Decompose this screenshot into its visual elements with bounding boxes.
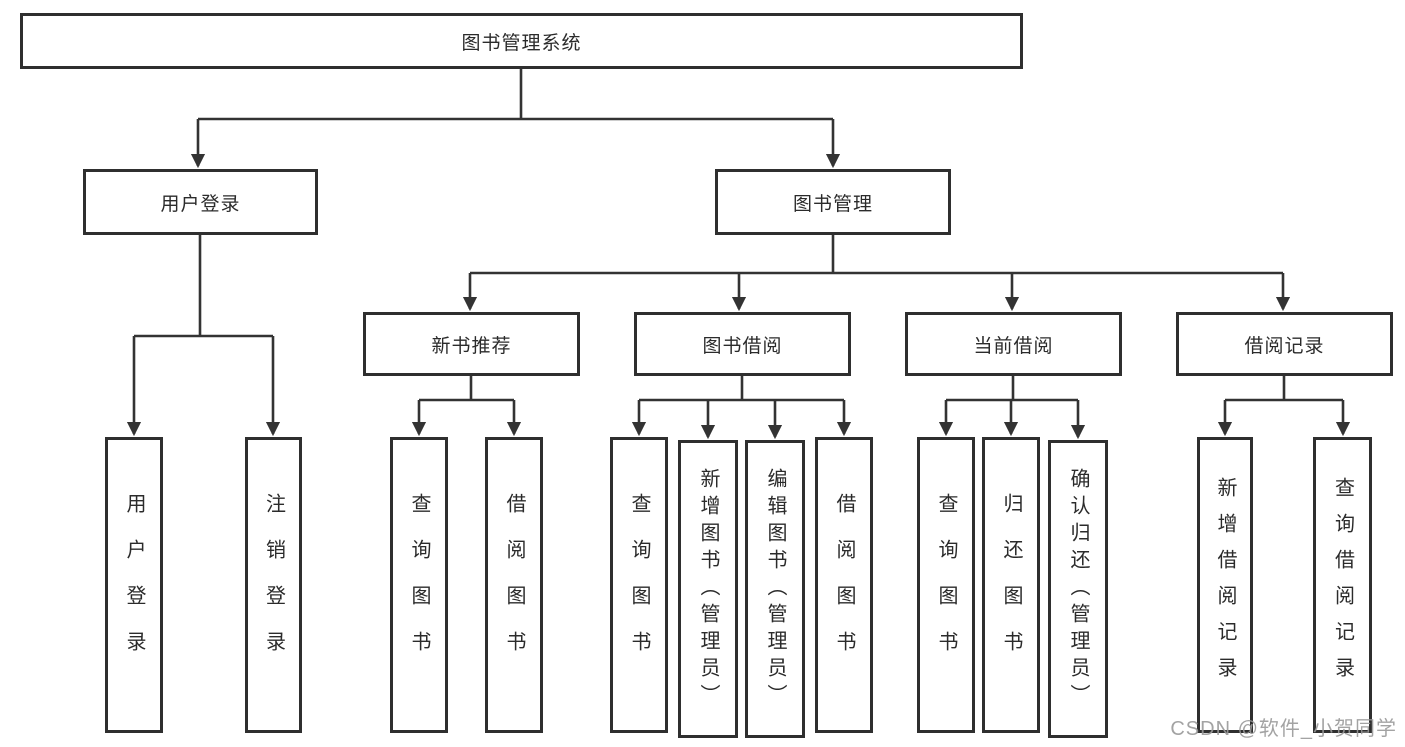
leaf-edit-book-admin: 编辑图书（管理员） bbox=[745, 440, 805, 738]
leaf-confirm-return-admin: 确认归还（管理员） bbox=[1048, 440, 1108, 738]
leaf-confirm-return-admin-label: 确认归还（管理员） bbox=[1067, 467, 1089, 711]
leaf-borrow-book-recommend: 借阅图书 bbox=[485, 437, 543, 733]
leaf-borrow-book-label: 借阅图书 bbox=[833, 493, 855, 677]
leaf-query-book-current-label: 查询图书 bbox=[935, 493, 957, 677]
node-root: 图书管理系统 bbox=[20, 13, 1023, 69]
leaf-add-borrow-record: 新增借阅记录 bbox=[1197, 437, 1253, 733]
node-book-borrow: 图书借阅 bbox=[634, 312, 851, 376]
leaf-add-book-admin: 新增图书（管理员） bbox=[678, 440, 738, 738]
node-user-login: 用户登录 bbox=[83, 169, 318, 235]
leaf-add-book-admin-label: 新增图书（管理员） bbox=[697, 467, 719, 711]
node-borrow-records-label: 借阅记录 bbox=[1244, 335, 1325, 357]
node-new-book-recommend-label: 新书推荐 bbox=[431, 335, 512, 357]
node-book-borrow-label: 图书借阅 bbox=[702, 335, 783, 357]
leaf-return-book-label: 归还图书 bbox=[1000, 493, 1022, 677]
node-user-login-label: 用户登录 bbox=[160, 193, 241, 215]
leaf-user-login: 用户登录 bbox=[105, 437, 163, 733]
leaf-query-book-recommend: 查询图书 bbox=[390, 437, 448, 733]
node-book-management-label: 图书管理 bbox=[792, 193, 873, 215]
leaf-query-book-current: 查询图书 bbox=[917, 437, 975, 733]
leaf-logout-label: 注销登录 bbox=[262, 493, 285, 677]
leaf-query-book-recommend-label: 查询图书 bbox=[408, 493, 430, 677]
node-new-book-recommend: 新书推荐 bbox=[363, 312, 580, 376]
node-borrow-records: 借阅记录 bbox=[1176, 312, 1393, 376]
leaf-borrow-book-recommend-label: 借阅图书 bbox=[503, 493, 525, 677]
leaf-query-book-borrow-label: 查询图书 bbox=[628, 493, 650, 677]
leaf-edit-book-admin-label: 编辑图书（管理员） bbox=[764, 467, 786, 711]
node-book-management: 图书管理 bbox=[715, 169, 951, 235]
leaf-query-borrow-record-label: 查询借阅记录 bbox=[1331, 477, 1354, 693]
leaf-return-book: 归还图书 bbox=[982, 437, 1040, 733]
node-current-borrow-label: 当前借阅 bbox=[973, 335, 1054, 357]
leaf-query-borrow-record: 查询借阅记录 bbox=[1313, 437, 1372, 733]
node-current-borrow: 当前借阅 bbox=[905, 312, 1122, 376]
leaf-logout: 注销登录 bbox=[245, 437, 302, 733]
watermark: CSDN @软件_小贺同学 bbox=[1170, 718, 1397, 740]
node-root-label: 图书管理系统 bbox=[461, 32, 582, 54]
leaf-query-book-borrow: 查询图书 bbox=[610, 437, 668, 733]
leaf-borrow-book: 借阅图书 bbox=[815, 437, 873, 733]
leaf-user-login-label: 用户登录 bbox=[123, 493, 145, 677]
leaf-add-borrow-record-label: 新增借阅记录 bbox=[1214, 477, 1236, 693]
